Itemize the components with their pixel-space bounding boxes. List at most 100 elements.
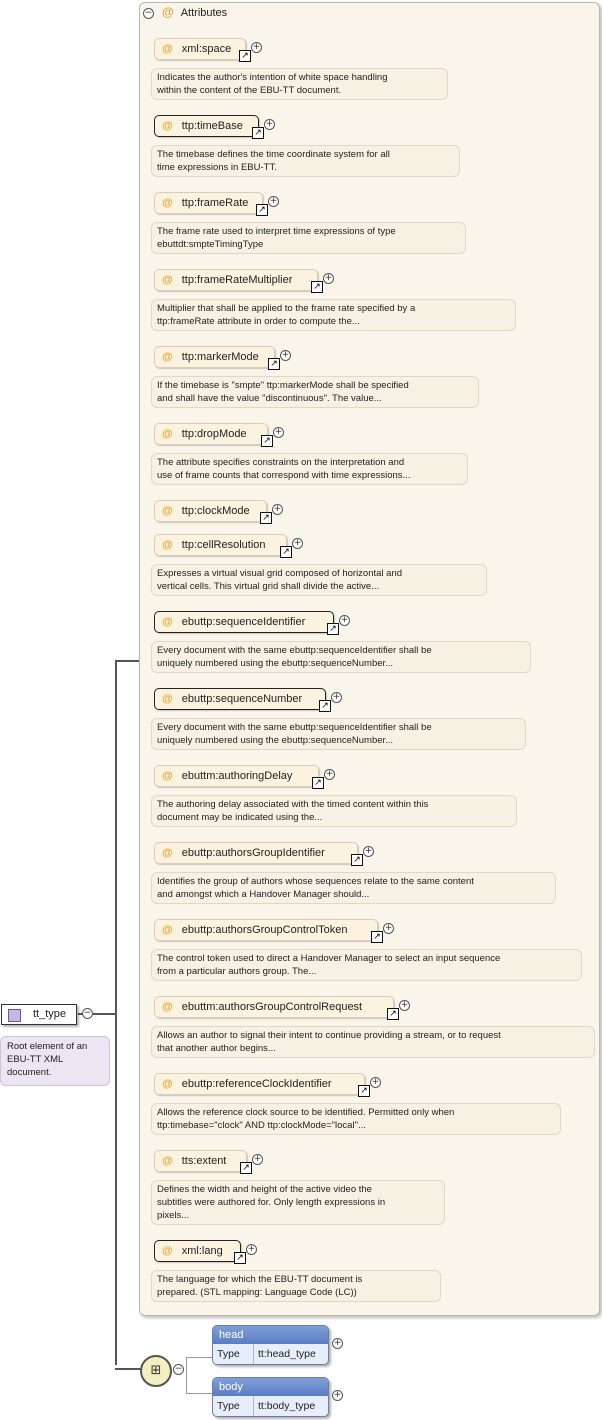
type-link-icon[interactable]: ↗ <box>256 204 268 216</box>
element-body[interactable]: body Type tt:body_type <box>212 1377 329 1417</box>
attribute-expand-button[interactable]: + <box>251 42 262 53</box>
element-head-type-label: Type <box>213 1344 254 1364</box>
type-link-icon[interactable]: ↗ <box>371 931 383 943</box>
attribute-documentation: Allows the reference clock source to be … <box>151 1103 561 1135</box>
attribute-ebuttm-authoringdelay[interactable]: @ebuttm:authoringDelay <box>154 765 319 787</box>
attribute-icon: @ <box>162 539 173 551</box>
root-element-box[interactable]: tt_type <box>1 1004 77 1025</box>
root-to-branch-line <box>93 1013 116 1015</box>
attribute-ebuttp-referenceclockidentifier[interactable]: @ebuttp:referenceClockIdentifier <box>154 1073 365 1095</box>
attribute-ttp-dropmode[interactable]: @ ttp:dropMode <box>154 423 268 445</box>
attribute-documentation: The language for which the EBU-TT docume… <box>151 1270 441 1302</box>
attribute-icon: @ <box>162 770 173 782</box>
attribute-icon: @ <box>162 43 173 55</box>
attribute-xml-lang[interactable]: @xml:lang <box>154 1240 241 1262</box>
attribute-expand-button[interactable]: + <box>323 273 334 284</box>
type-link-icon[interactable]: ↗ <box>268 358 280 370</box>
attribute-ebuttm-authorsgroupcontrolrequest[interactable]: @ebuttm:authorsGroupControlRequest <box>154 996 394 1018</box>
attribute-icon: @ <box>162 274 173 286</box>
attribute-expand-button[interactable]: + <box>273 427 284 438</box>
attributes-panel-title: @Attributes <box>162 5 228 19</box>
attribute-ttp-clockmode[interactable]: @ttp:clockMode <box>154 500 267 522</box>
element-body-name: body <box>213 1378 328 1396</box>
attributes-collapse-button[interactable]: − <box>143 8 154 19</box>
attribute-name: tts:extent <box>181 1155 227 1167</box>
attribute-icon: @ <box>162 924 173 936</box>
type-link-icon[interactable]: ↗ <box>280 546 292 558</box>
attribute-name: ebuttp:sequenceNumber <box>181 693 303 705</box>
attribute-expand-button[interactable]: + <box>339 615 350 626</box>
attribute-name: xml:space <box>181 43 232 55</box>
type-link-icon[interactable]: ↗ <box>312 777 324 789</box>
type-link-icon[interactable]: ↗ <box>387 1008 399 1020</box>
attribute-name: ebuttm:authorsGroupControlRequest <box>181 1001 363 1013</box>
type-link-icon[interactable]: ↗ <box>311 281 323 293</box>
root-documentation: Root element of an EBU-TT XML document. <box>0 1036 110 1086</box>
attribute-ttp-markermode[interactable]: @ttp:markerMode <box>154 346 275 368</box>
root-collapse-button[interactable]: − <box>82 1008 93 1019</box>
attribute-icon: @ <box>162 1078 173 1090</box>
attribute-expand-button[interactable]: + <box>370 1077 381 1088</box>
element-head-type-value: tt:head_type <box>258 1348 316 1360</box>
attribute-expand-button[interactable]: + <box>252 1154 263 1165</box>
attribute-documentation: Every document with the same ebuttp:sequ… <box>151 718 526 750</box>
attribute-icon: @ <box>162 616 173 628</box>
attribute-ebuttp-authorsgroupidentifier[interactable]: @ ebuttp:authorsGroupIdentifier <box>154 842 358 864</box>
element-body-type-value: tt:body_type <box>258 1400 316 1412</box>
type-link-icon[interactable]: ↗ <box>261 435 273 447</box>
attribute-xml-space[interactable]: @ xml:space <box>154 38 246 60</box>
type-link-icon[interactable]: ↗ <box>319 700 331 712</box>
attribute-icon: @ <box>162 428 173 440</box>
attribute-ebuttp-authorsgroupcontroltoken[interactable]: @ebuttp:authorsGroupControlToken <box>154 919 378 941</box>
sequence-collapse-button[interactable]: − <box>173 1364 184 1375</box>
attribute-icon: @ <box>162 351 173 363</box>
complex-type-icon <box>8 1009 21 1022</box>
attribute-ebuttp-sequenceidentifier[interactable]: @ebuttp:sequenceIdentifier <box>154 611 334 633</box>
element-body-expand-button[interactable]: + <box>332 1390 343 1401</box>
type-link-icon[interactable]: ↗ <box>260 512 272 524</box>
element-body-type-label: Type <box>213 1396 254 1416</box>
attribute-expand-button[interactable]: + <box>383 923 394 934</box>
element-head-expand-button[interactable]: + <box>332 1338 343 1349</box>
attribute-ttp-frameratemultiplier[interactable]: @ ttp:frameRateMultiplier <box>154 269 318 291</box>
attribute-documentation: Identifies the group of authors whose se… <box>151 872 556 904</box>
branch-vertical-line <box>115 661 117 1365</box>
attribute-name: xml:lang <box>181 1245 223 1257</box>
type-link-icon[interactable]: ↗ <box>327 623 339 635</box>
attribute-expand-button[interactable]: + <box>264 119 275 130</box>
attribute-expand-button[interactable]: + <box>280 350 291 361</box>
child-body-line <box>186 1393 212 1394</box>
attribute-documentation: Indicates the author's intention of whit… <box>151 68 448 100</box>
type-link-icon[interactable]: ↗ <box>351 854 363 866</box>
attribute-expand-button[interactable]: + <box>324 769 335 780</box>
attribute-group-icon: @ <box>162 5 174 19</box>
attribute-expand-button[interactable]: + <box>331 692 342 703</box>
attribute-documentation: Allows an author to signal their intent … <box>151 1026 595 1058</box>
attribute-name: ttp:frameRateMultiplier <box>181 274 293 286</box>
sequence-compositor-icon[interactable]: ⊞ <box>140 1355 172 1387</box>
attribute-expand-button[interactable]: + <box>292 538 303 549</box>
type-link-icon[interactable]: ↗ <box>240 1162 252 1174</box>
attribute-documentation: Defines the width and height of the acti… <box>151 1180 445 1225</box>
attribute-ttp-timebase[interactable]: @ttp:timeBase <box>154 115 259 137</box>
element-head-name: head <box>213 1326 328 1344</box>
type-link-icon[interactable]: ↗ <box>239 50 251 62</box>
attribute-tts-extent[interactable]: @tts:extent <box>154 1150 247 1172</box>
attribute-ttp-framerate[interactable]: @ttp:frameRate <box>154 192 263 214</box>
attribute-name: ebuttp:authorsGroupIdentifier <box>181 847 325 859</box>
attribute-documentation: Expresses a virtual visual grid composed… <box>151 564 487 596</box>
attribute-expand-button[interactable]: + <box>272 504 283 515</box>
attribute-expand-button[interactable]: + <box>363 846 374 857</box>
element-head[interactable]: head Type tt:head_type <box>212 1325 329 1365</box>
attribute-ebuttp-sequencenumber[interactable]: @ebuttp:sequenceNumber <box>154 688 326 710</box>
attribute-ttp-cellresolution[interactable]: @ttp:cellResolution <box>154 534 287 556</box>
type-link-icon[interactable]: ↗ <box>358 1085 370 1097</box>
sequence-to-children-line <box>186 1357 187 1394</box>
type-link-icon[interactable]: ↗ <box>234 1252 246 1264</box>
attribute-expand-button[interactable]: + <box>399 1000 410 1011</box>
attribute-name: ttp:dropMode <box>181 428 247 440</box>
attribute-expand-button[interactable]: + <box>246 1244 257 1255</box>
attribute-expand-button[interactable]: + <box>268 196 279 207</box>
attribute-icon: @ <box>162 847 173 859</box>
type-link-icon[interactable]: ↗ <box>252 127 264 139</box>
